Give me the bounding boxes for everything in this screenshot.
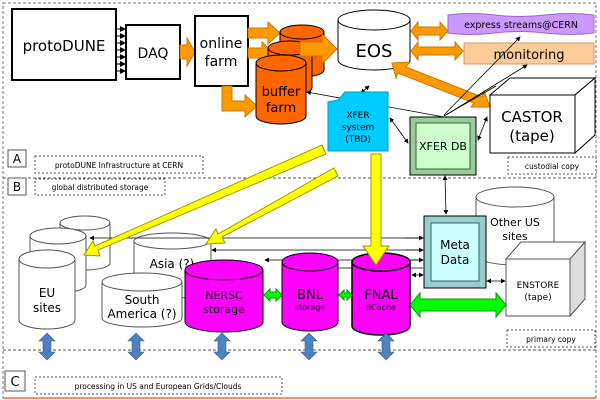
daq-label: DAQ bbox=[138, 46, 169, 62]
section-c-caption-text: processing in US and European Grids/Clou… bbox=[75, 382, 242, 391]
xfer-to-fnal-arrow bbox=[362, 153, 390, 266]
express-streams-box[interactable]: express streams@CERN bbox=[447, 13, 595, 35]
enstore-label-2: (tape) bbox=[524, 293, 551, 303]
farm-to-buffer-arrow-3 bbox=[221, 85, 258, 119]
fnal-label-1: FNAL bbox=[364, 288, 398, 303]
custodial-copy-text: custodial copy bbox=[525, 162, 580, 171]
protodune-box[interactable]: protoDUNE bbox=[11, 8, 117, 81]
other-us-label-2: sites bbox=[502, 230, 528, 243]
eu-sites-label-1: EU bbox=[39, 286, 55, 300]
meta-data-label-1: Meta bbox=[440, 238, 470, 252]
eos-storage[interactable]: EOS bbox=[337, 9, 411, 71]
bnl-storage[interactable]: BNL storage bbox=[281, 252, 339, 332]
online-farm-label-2: farm bbox=[205, 54, 238, 70]
eu-sites-label-2: sites bbox=[33, 301, 61, 315]
daq-box[interactable]: DAQ bbox=[125, 24, 181, 80]
castor-label-1: CASTOR bbox=[501, 108, 563, 126]
xfer-system-label-3: (TBD) bbox=[345, 135, 371, 145]
section-a-caption-text: protoDUNE Infrastructure at CERN bbox=[55, 161, 183, 170]
buffer-farm-cylinders[interactable]: buffer farm bbox=[255, 24, 325, 125]
eos-monitoring-arrow bbox=[410, 40, 464, 62]
primary-copy-note: primary copy bbox=[506, 329, 596, 348]
section-c-badge: C bbox=[4, 370, 26, 392]
asia-label: Asia (?) bbox=[150, 257, 195, 271]
meta-data-box[interactable]: Meta Data bbox=[423, 215, 487, 289]
farm-to-buffer-arrow-1 bbox=[247, 20, 281, 46]
xfer-db-box[interactable]: XFER DB bbox=[409, 116, 477, 176]
online-farm-box[interactable]: online farm bbox=[194, 15, 249, 87]
section-b-letter: B bbox=[13, 180, 21, 194]
section-a-caption: protoDUNE Infrastructure at CERN bbox=[34, 155, 204, 174]
section-b-caption-text: global distributed storage bbox=[52, 183, 149, 192]
nersc-processing-arrow bbox=[213, 332, 231, 361]
fnal-label-2: dCache bbox=[366, 303, 396, 312]
xfer-system-box[interactable]: XFER system (TBD) bbox=[327, 91, 389, 152]
nersc-label-2: storage bbox=[203, 303, 245, 316]
bnl-processing-arrow bbox=[300, 332, 318, 361]
section-a-letter: A bbox=[13, 152, 22, 166]
eos-express-arrow bbox=[410, 20, 449, 42]
nersc-bnl-link bbox=[263, 287, 283, 303]
monitoring-box[interactable]: monitoring bbox=[463, 42, 595, 65]
other-us-label-1: Other US bbox=[490, 216, 540, 229]
south-america-storage[interactable]: South America (?) bbox=[101, 272, 183, 328]
south-america-label-1: South bbox=[125, 293, 160, 307]
fnal-processing-arrow bbox=[377, 332, 395, 361]
castor-label-2: (tape) bbox=[509, 127, 555, 145]
daq-to-farm-arrow bbox=[179, 36, 196, 68]
enstore-label-1: ENSTORE bbox=[517, 281, 560, 291]
section-b-badge: B bbox=[7, 177, 27, 196]
eos-label: EOS bbox=[356, 41, 393, 62]
buffer-to-eos-arrow bbox=[299, 32, 338, 66]
processing-arrows bbox=[38, 332, 395, 361]
bnl-label-2: storage bbox=[295, 303, 325, 312]
south-america-processing-arrow bbox=[127, 332, 145, 361]
online-farm-label-1: online bbox=[200, 36, 243, 52]
meta-data-label-2: Data bbox=[441, 253, 470, 267]
section-a-badge: A bbox=[7, 149, 27, 168]
buffer-farm-label-2: farm bbox=[266, 101, 296, 116]
protodune-label: protoDUNE bbox=[23, 37, 106, 55]
section-c-caption: processing in US and European Grids/Clou… bbox=[34, 376, 283, 395]
xfer-to-eu-arrow bbox=[83, 144, 327, 257]
xfer-system-label-1: XFER bbox=[346, 111, 369, 121]
south-america-label-2: America (?) bbox=[107, 307, 176, 321]
fnal-enstore-link bbox=[409, 291, 507, 319]
fnal-dcache-storage[interactable]: FNAL dCache bbox=[351, 252, 411, 336]
section-b-caption: global distributed storage bbox=[34, 178, 166, 196]
bnl-label-1: BNL bbox=[297, 288, 324, 303]
primary-copy-text: primary copy bbox=[526, 335, 576, 344]
section-c-letter: C bbox=[10, 375, 19, 390]
eos-castor-arrow bbox=[391, 61, 491, 108]
nersc-label-1: NERSC bbox=[205, 289, 243, 302]
xfer-system-label-2: system bbox=[342, 123, 375, 133]
buffer-farm-label-1: buffer bbox=[262, 85, 301, 100]
xfer-db-label: XFER DB bbox=[419, 140, 467, 153]
express-streams-label: express streams@CERN bbox=[464, 20, 578, 31]
eu-sites-storage[interactable]: EU sites bbox=[18, 249, 76, 330]
bnl-fnal-link bbox=[338, 288, 353, 302]
eu-processing-arrow bbox=[38, 332, 56, 361]
custodial-copy-note: custodial copy bbox=[507, 156, 597, 175]
castor-tape[interactable]: CASTOR (tape) bbox=[488, 76, 597, 155]
enstore-tape[interactable]: ENSTORE (tape) bbox=[504, 240, 587, 318]
protodune-daq-links bbox=[116, 26, 126, 74]
xfer-to-asia-arrow bbox=[205, 167, 339, 245]
monitoring-label: monitoring bbox=[494, 48, 565, 63]
nersc-storage[interactable]: NERSC storage bbox=[184, 259, 264, 333]
